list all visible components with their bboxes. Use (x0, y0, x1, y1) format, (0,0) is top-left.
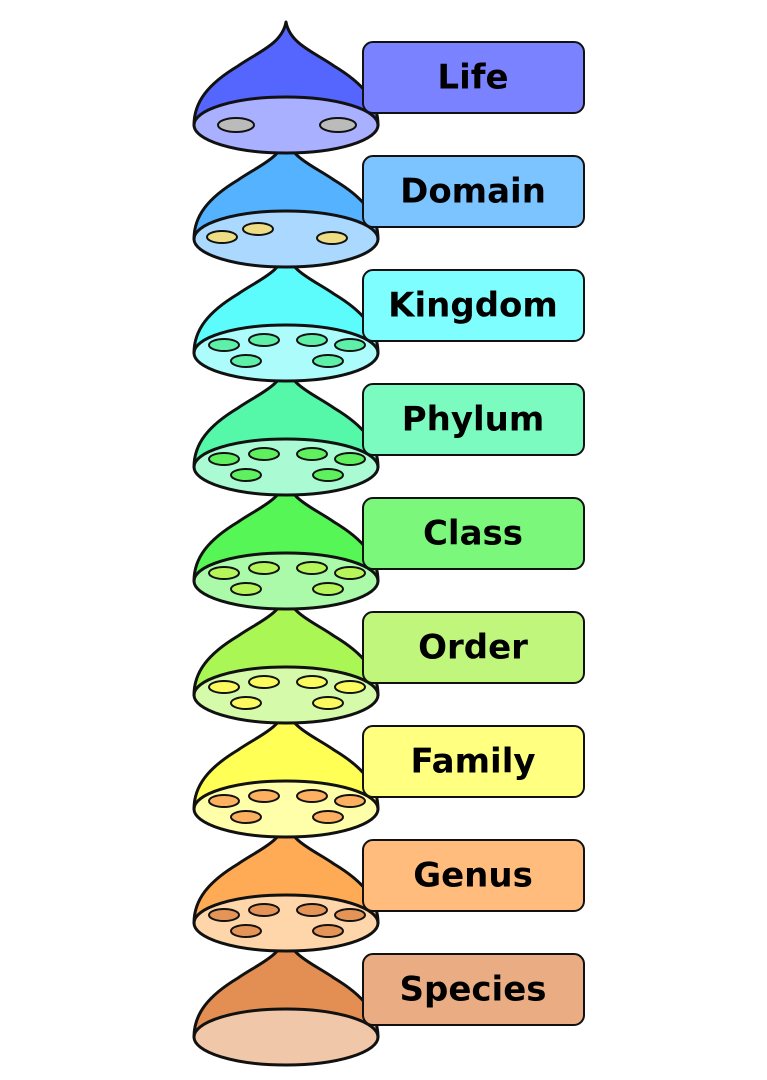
hole-family-4 (334, 794, 366, 808)
hole-genus-6 (312, 924, 344, 938)
label-domain: Domain (400, 172, 546, 212)
hole-domain-1 (206, 230, 238, 244)
base-domain (192, 209, 380, 269)
hole-phylum-6 (312, 468, 344, 482)
rank-order: Order (192, 590, 585, 725)
label-box-phylum (362, 383, 585, 456)
hole-phylum-5 (230, 468, 262, 482)
hole-family-5 (230, 810, 262, 824)
rank-domain: Domain (192, 134, 585, 269)
hole-phylum-3 (296, 447, 328, 461)
base-species (192, 1007, 380, 1067)
hole-phylum-1 (208, 452, 240, 466)
hole-kingdom-3 (296, 333, 328, 347)
hole-order-1 (208, 680, 240, 694)
hole-genus-3 (296, 903, 328, 917)
base-class (192, 551, 380, 611)
hole-phylum-2 (248, 447, 280, 461)
base-genus (192, 893, 380, 953)
hole-class-5 (230, 582, 262, 596)
label-box-family (362, 725, 585, 798)
label-order: Order (418, 628, 528, 668)
base-order (192, 665, 380, 725)
label-box-species (362, 953, 585, 1026)
label-box-genus (362, 839, 585, 912)
label-box-order (362, 611, 585, 684)
label-box-domain (362, 155, 585, 228)
hole-order-6 (312, 696, 344, 710)
base-phylum (192, 437, 380, 497)
hole-domain-3 (316, 231, 348, 245)
hole-class-1 (208, 566, 240, 580)
label-class: Class (423, 514, 523, 554)
label-family: Family (410, 742, 535, 782)
rank-class: Class (192, 476, 585, 611)
hole-family-6 (312, 810, 344, 824)
rank-kingdom: Kingdom (192, 248, 585, 383)
rank-family: Family (192, 704, 585, 839)
rank-phylum: Phylum (192, 362, 585, 497)
label-species: Species (400, 970, 547, 1010)
hole-genus-4 (334, 908, 366, 922)
hole-class-4 (334, 566, 366, 580)
base-family (192, 779, 380, 839)
label-box-life (362, 41, 585, 114)
label-box-class (362, 497, 585, 570)
hole-domain-2 (242, 222, 274, 236)
hole-genus-2 (248, 903, 280, 917)
rank-genus: Genus (192, 818, 585, 953)
base-kingdom (192, 323, 380, 383)
hole-order-2 (248, 675, 280, 689)
hole-order-3 (296, 675, 328, 689)
hole-kingdom-5 (230, 354, 262, 368)
hole-life-2 (319, 117, 357, 133)
rank-life: Life (192, 20, 585, 155)
rank-species: Species (192, 932, 585, 1067)
label-phylum: Phylum (402, 400, 545, 440)
label-kingdom: Kingdom (388, 286, 558, 326)
label-life: Life (437, 58, 508, 98)
base-life (192, 95, 380, 155)
hole-class-6 (312, 582, 344, 596)
hole-family-3 (296, 789, 328, 803)
hole-kingdom-1 (208, 338, 240, 352)
hole-genus-5 (230, 924, 262, 938)
label-genus: Genus (413, 856, 533, 896)
hole-family-2 (248, 789, 280, 803)
hole-family-1 (208, 794, 240, 808)
hole-order-5 (230, 696, 262, 710)
hole-phylum-4 (334, 452, 366, 466)
hole-kingdom-2 (248, 333, 280, 347)
hole-order-4 (334, 680, 366, 694)
hole-genus-1 (208, 908, 240, 922)
label-box-kingdom (362, 269, 585, 342)
hole-life-1 (217, 117, 255, 133)
hole-class-2 (248, 561, 280, 575)
hole-class-3 (296, 561, 328, 575)
hole-kingdom-4 (334, 338, 366, 352)
hole-kingdom-6 (312, 354, 344, 368)
